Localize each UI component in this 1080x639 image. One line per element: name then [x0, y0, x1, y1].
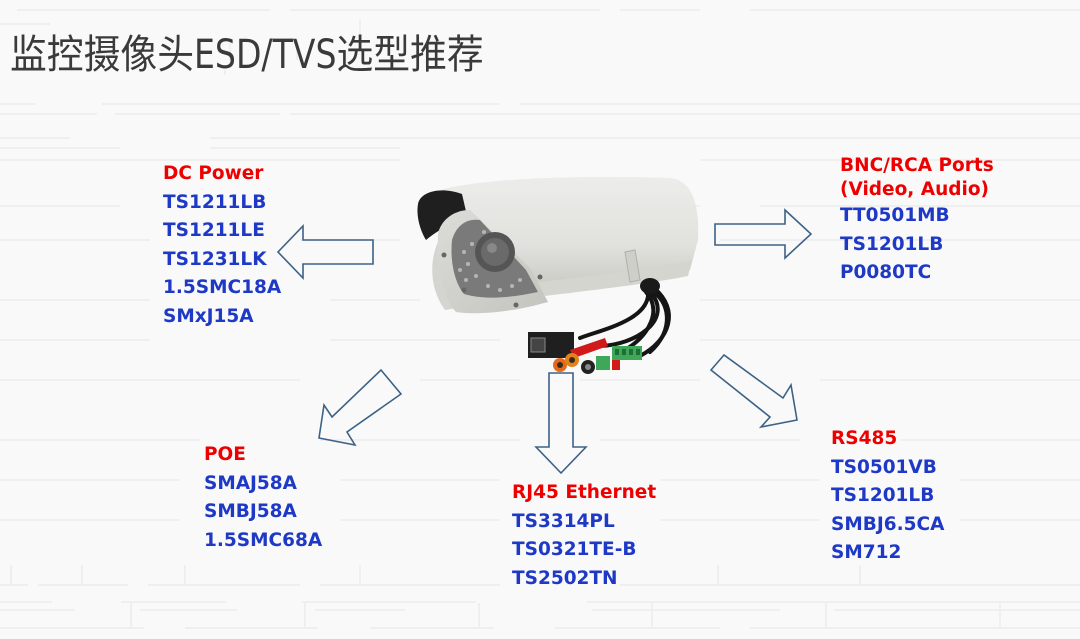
dc-power-group: DC Power TS1211LB TS1211LE TS1231LK 1.5S…	[163, 160, 281, 331]
group-heading: RS485	[831, 428, 898, 449]
part-number: TS1201LB	[831, 485, 935, 506]
part-number: TS1231LK	[163, 248, 267, 270]
part-number: TS1201LB	[840, 233, 944, 255]
group-subheading: (Video, Audio)	[840, 179, 989, 200]
part-number: TS0321TE-B	[512, 539, 637, 560]
page-title: 监控摄像头ESD/TVS选型推荐	[10, 32, 484, 78]
part-number: 1.5SMC68A	[204, 529, 323, 551]
part-number: TS3314PL	[512, 510, 615, 532]
group-heading: BNC/RCA Ports	[840, 155, 994, 176]
rj45-group: RJ45 Ethernet TS3314PL TS0321TE-B TS2502…	[512, 479, 656, 593]
part-number: SMAJ58A	[204, 472, 297, 494]
surveillance-camera-image	[417, 176, 699, 374]
part-number: SMBJ6.5CA	[831, 513, 945, 535]
group-heading: RJ45 Ethernet	[512, 482, 657, 503]
part-number: TS1211LE	[163, 220, 265, 241]
group-heading: POE	[204, 444, 246, 465]
part-number: TS0501VB	[831, 456, 937, 478]
bnc-rca-group: BNC/RCA Ports (Video, Audio) TT0501MB TS…	[840, 154, 994, 288]
part-number: TT0501MB	[840, 205, 950, 226]
group-heading: DC Power	[163, 163, 264, 184]
part-number: SM712	[831, 542, 902, 563]
poe-group: POE SMAJ58A SMBJ58A 1.5SMC68A	[204, 441, 322, 555]
part-number: SMxJ15A	[163, 305, 254, 327]
rs485-group: RS485 TS0501VB TS1201LB SMBJ6.5CA SM712	[831, 425, 944, 568]
part-number: P0080TC	[840, 262, 932, 283]
part-number: TS1211LB	[163, 191, 267, 213]
part-number: SMBJ58A	[204, 501, 297, 522]
part-number: 1.5SMC18A	[163, 277, 282, 298]
part-number: TS2502TN	[512, 567, 618, 589]
